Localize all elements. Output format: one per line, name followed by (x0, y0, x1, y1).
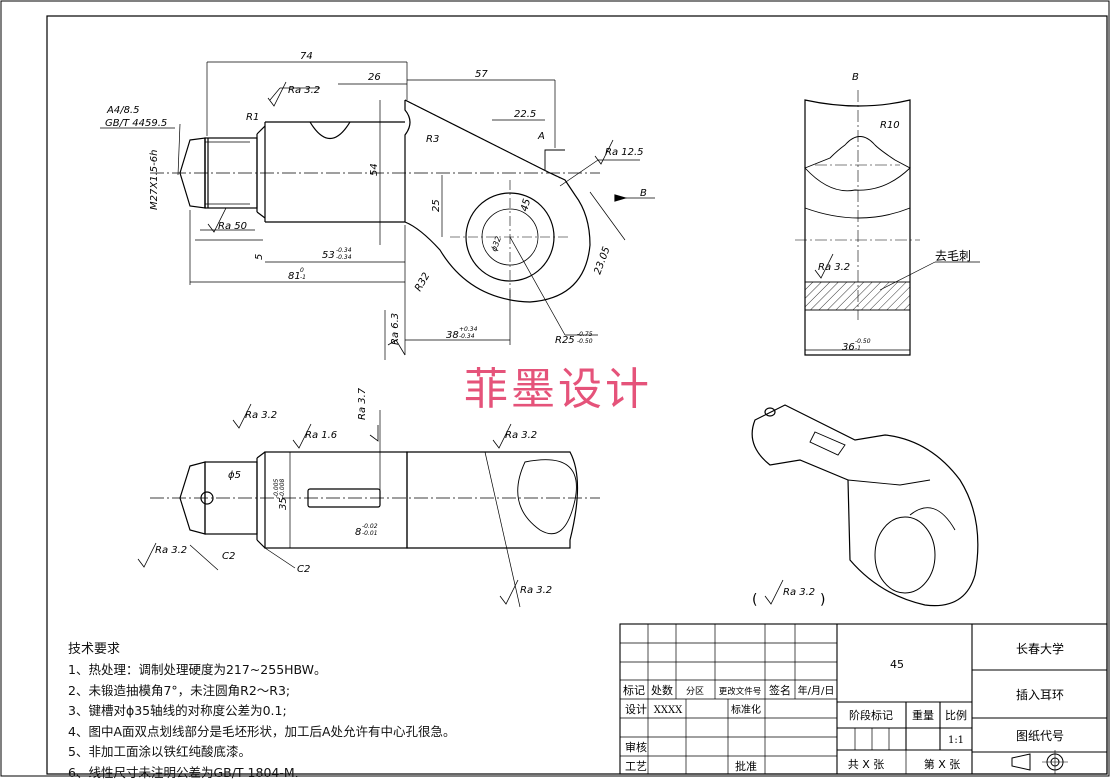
tech-note-3: 3、键槽对ɸ35轴线的对称度公差为0.1; (68, 701, 608, 722)
chamfer-c2-b: C2 (297, 564, 310, 575)
sheets-total: 共 X 张 (848, 758, 885, 771)
header-count: 处数 (651, 684, 673, 697)
process-label: 工艺 (625, 760, 647, 773)
thread-spec: M27X1.5-6h (149, 150, 160, 210)
dim-phi35: 35 (278, 497, 289, 510)
dim-5: 5 (254, 254, 265, 260)
technical-requirements: 技术要求 1、热处理：调制处理硬度为217~255HBW。 2、未锻造抽模角7°… (68, 640, 608, 783)
dim-phi35-tol-dn: -0.008 (279, 478, 286, 498)
designer-name: XXXX (654, 705, 683, 716)
dim-57: 57 (475, 69, 488, 80)
dim-54: 54 (369, 163, 380, 176)
header-change-doc: 更改文件号 (719, 686, 762, 697)
review-label: 审核 (625, 740, 647, 754)
center-hole-note-2: GB/T 4459.5 (105, 118, 167, 129)
stage-label: 阶段标记 (849, 708, 893, 722)
dim-22-5: 22.5 (514, 109, 536, 120)
scale-label: 比例 (945, 708, 967, 722)
section-roughness: Ra 3.2 (818, 262, 850, 273)
roughness-front-1: Ra 3.2 (288, 85, 320, 96)
dim-26: 26 (368, 72, 381, 83)
header-signature: 签名 (769, 683, 791, 697)
drawing-no-label: 图纸代号 (1016, 729, 1064, 743)
deburr-note: 去毛刺 (935, 249, 971, 263)
roughness-top-4: Ra 3.2 (505, 430, 537, 441)
dim-36: 36 (842, 342, 855, 353)
dim-phi5: ɸ5 (228, 470, 241, 481)
dim-36-tol-up: -0.50 (855, 338, 871, 345)
roughness-top-5: Ra 3.2 (155, 545, 187, 556)
header-date: 年/月/日 (798, 684, 835, 697)
watermark-text: 菲墨设计 (464, 368, 652, 412)
section-b-annotations: B R10 去毛刺 Ra 3.2 36 -0.50 -1 (818, 72, 971, 353)
section-label-b: B (852, 72, 859, 83)
dim-53-tol-dn: -0.34 (336, 254, 352, 261)
dim-81-tol-dn: -1 (300, 274, 306, 281)
design-label: 设计 (625, 703, 647, 716)
roughness-top-6: Ra 3.2 (520, 585, 552, 596)
general-roughness: Ra 3.2 (783, 587, 815, 598)
tech-note-1: 1、热处理：调制处理硬度为217~255HBW。 (68, 660, 608, 681)
iso-annotations: ( Ra 3.2 ) (752, 587, 825, 608)
dim-38-tol-up: +0.34 (459, 326, 478, 333)
dim-81: 81 (288, 271, 301, 282)
front-view-annotations: 74 26 57 22.5 A B 54 25 45 23.05 ɸ32 53 … (105, 51, 647, 346)
roughness-symbols (138, 82, 833, 604)
label-b-arrow: B (640, 188, 647, 199)
weight-label: 重量 (912, 708, 934, 722)
roughness-top-1: Ra 3.2 (245, 410, 277, 421)
dim-25: 25 (431, 199, 442, 212)
roughness-front-2: Ra 12.5 (605, 147, 644, 158)
part-name: 插入耳环 (1016, 688, 1064, 702)
radius-r32: R32 (413, 271, 432, 294)
title-block-text: 45 长春大学 插入耳环 图纸代号 标记 处数 分区 更改文件号 签名 年/月/… (623, 641, 1064, 773)
tech-note-2: 2、未锻造抽模角7°，未注圆角R2～R3; (68, 681, 608, 702)
front-view (100, 62, 655, 360)
sheet-number: 第 X 张 (924, 757, 961, 771)
dim-81-tol-up: 0 (300, 267, 304, 274)
dim-keyway: 8 (355, 527, 361, 538)
header-zone: 分区 (686, 686, 704, 697)
radius-r25-tol-up: -0.75 (577, 331, 593, 338)
roughness-front-3: Ra 50 (218, 221, 247, 232)
radius-r25-tol-dn: -0.50 (577, 338, 593, 345)
dim-53-tol-up: -0.34 (336, 247, 352, 254)
material-value: 45 (890, 658, 904, 671)
dim-53: 53 (322, 250, 335, 261)
dim-38-tol-dn: -0.34 (459, 333, 475, 340)
tech-note-4: 4、图中A面双点划线部分是毛坯形状，加工后A处允许有中心孔很急。 (68, 722, 608, 743)
center-hole-note-1: A4/8.5 (106, 105, 139, 116)
standard-label: 标准化 (731, 703, 761, 716)
dim-phi32: ɸ32 (489, 235, 503, 253)
dim-38: 38 (446, 330, 459, 341)
dim-74: 74 (300, 51, 313, 62)
svg-text:(: ( (752, 592, 757, 608)
label-a: A (537, 131, 545, 142)
dim-4-5: 45 (519, 198, 533, 213)
radius-r25: R25 (555, 335, 575, 346)
tech-note-5: 5、非加工面涂以铁红纯酸底漆。 (68, 742, 608, 763)
dim-keyway-tol-dn: -0.01 (362, 530, 378, 537)
dim-keyway-tol-up: -0.02 (362, 523, 378, 530)
chamfer-c2-a: C2 (222, 551, 235, 562)
projection-symbol-icon (1012, 750, 1068, 774)
radius-r3: R3 (426, 134, 439, 145)
dim-36-tol-dn: -1 (855, 345, 861, 352)
scale-value: 1:1 (948, 735, 964, 746)
roughness-top-3: Ra 3.7 (357, 387, 368, 420)
header-mark: 标记 (623, 683, 645, 697)
roughness-top-2: Ra 1.6 (305, 430, 337, 441)
svg-text:): ) (820, 592, 825, 608)
section-r10: R10 (880, 120, 900, 131)
approve-label: 批准 (735, 759, 757, 773)
tech-notes-title: 技术要求 (68, 640, 608, 660)
dim-23-05: 23.05 (592, 245, 612, 276)
school-name: 长春大学 (1016, 641, 1064, 656)
isometric-view (752, 405, 978, 606)
top-view-annotations: Ra 3.2 Ra 1.6 Ra 3.7 Ra 3.2 Ra 3.2 Ra 3.… (155, 387, 552, 596)
tech-note-6: 6、线性尺寸未注明公差为GB/T 1804-M. (68, 763, 608, 783)
radius-r1: R1 (246, 112, 259, 123)
